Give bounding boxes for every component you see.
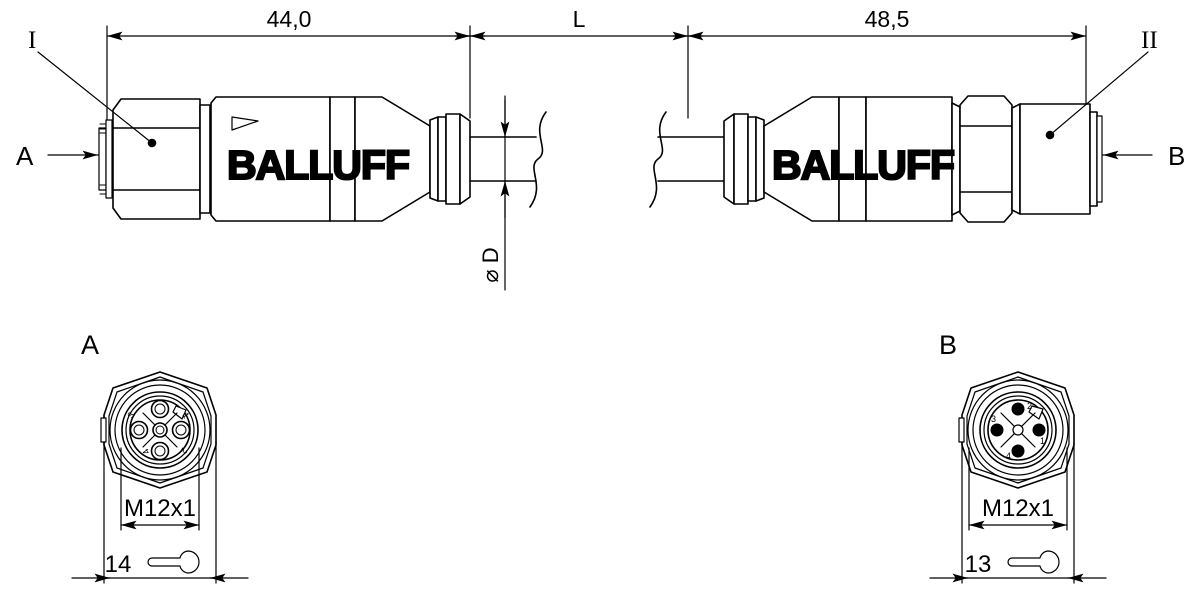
right-connector-assembly: BALLUFF xyxy=(649,95,1103,223)
strain-relief-ring-3-left xyxy=(445,113,461,205)
view-b-wrench-icon xyxy=(1007,550,1060,574)
view-label-b: B xyxy=(939,330,957,360)
wrench-shape-a xyxy=(147,550,200,574)
leader-item-two xyxy=(1045,51,1149,140)
view-b-ring-3 xyxy=(979,391,1057,469)
strain-relief-ring-3-right xyxy=(733,113,749,205)
brand-text-right: BALLUFF xyxy=(772,142,954,188)
view-a-seal-left xyxy=(100,417,107,443)
view-a-pin-4: 4 xyxy=(141,447,152,457)
left-face-plate xyxy=(105,119,113,199)
dim-text-48-5: 48,5 xyxy=(865,6,910,32)
thread-text-b: M12x1 xyxy=(982,495,1054,522)
keyway-triangle-icon xyxy=(231,116,259,131)
view-arrow-label-a: A xyxy=(16,141,34,171)
view-b-ring-2 xyxy=(972,384,1064,476)
hex-nut-right xyxy=(959,95,1013,223)
cap-collar-right xyxy=(1011,103,1021,215)
dim-text-L: L xyxy=(573,6,586,32)
view-a-socket-1-bore xyxy=(154,403,166,415)
view-b-pin-4: 4 xyxy=(1006,451,1011,461)
view-label-a: A xyxy=(81,330,99,360)
end-face-plate-right xyxy=(1089,111,1098,207)
callout-leaders xyxy=(37,51,1153,160)
wrench-shape-b xyxy=(1007,550,1060,574)
view-a-pin-3: 3 xyxy=(125,410,136,420)
view-b-keyway-notch xyxy=(1028,405,1044,420)
thread-text-a: M12x1 xyxy=(124,495,196,522)
view-a-ring-2 xyxy=(114,384,206,476)
dim-text-44: 44,0 xyxy=(267,6,312,32)
view-a-group: 1 2 3 4 xyxy=(71,371,249,584)
view-b-pin-center-contact xyxy=(1012,424,1024,436)
left-connector-assembly: BALLUFF xyxy=(98,96,547,222)
view-b-pin-3-contact xyxy=(990,423,1004,437)
nut-collar-left xyxy=(199,104,211,214)
view-a-socket-4-bore xyxy=(154,445,166,457)
view-b-pin-2-contact xyxy=(1011,402,1025,416)
view-a-socket-3 xyxy=(129,420,149,440)
view-a-socket-1 xyxy=(150,399,170,419)
view-b-pin-3: 3 xyxy=(991,414,996,424)
body-barrel-right xyxy=(865,96,953,222)
strain-relief-ring-1-left xyxy=(429,116,439,202)
dim-text-cable-diameter: ⌀ D xyxy=(478,247,503,282)
brand-logo-right: BALLUFF xyxy=(771,141,956,189)
view-b-pin-numbers: 1 2 3 4 xyxy=(991,401,1045,461)
view-b-pin-2: 2 xyxy=(1027,401,1032,411)
callout-item-one: I xyxy=(28,27,36,54)
view-a-keyway-notch xyxy=(172,405,187,420)
view-a-socket-3-bore xyxy=(133,424,145,436)
view-a-ring-4 xyxy=(125,395,195,465)
strain-relief-cone-right xyxy=(723,113,735,205)
strain-relief-ring-2-right xyxy=(747,116,757,202)
view-b-ring-1 xyxy=(967,379,1069,481)
view-b-contacts xyxy=(990,402,1046,458)
view-a-contacts xyxy=(129,399,191,461)
view-a-pin-2: 2 xyxy=(178,446,189,456)
cable-break-left xyxy=(529,111,547,208)
left-face-seal xyxy=(98,127,107,191)
cable-break-right xyxy=(649,111,667,208)
strain-relief-cone-left xyxy=(459,113,471,205)
view-b-pin-1-contact xyxy=(1032,423,1046,437)
dimension-chain-top xyxy=(106,25,1087,143)
view-b-pin-4-contact xyxy=(1011,444,1025,458)
view-a-socket-center-bore xyxy=(155,425,165,435)
view-b-ring-4 xyxy=(983,395,1053,465)
end-face-seal-right xyxy=(1096,115,1103,203)
leader-item-one xyxy=(37,51,157,148)
text-layer: 44,0 L 48,5 I II A B ⌀ D A B M12x1 M12x1… xyxy=(16,6,1185,578)
coupling-nut-left xyxy=(112,98,201,220)
callout-item-two: II xyxy=(1141,27,1158,54)
view-a-ring-3 xyxy=(121,391,199,469)
left-knurl-marks xyxy=(99,123,107,195)
view-b-hex-inner xyxy=(966,376,1070,484)
wrench-size-a: 14 xyxy=(105,551,132,578)
view-a-hex-inner xyxy=(108,376,212,484)
view-a-socket-center xyxy=(152,422,168,438)
wrench-size-b: 13 xyxy=(965,551,992,578)
view-a-pin-1: 1 xyxy=(180,410,191,420)
view-a-socket-4 xyxy=(150,441,170,461)
strain-relief-ring-1-right xyxy=(755,116,765,202)
brand-text-left: BALLUFF xyxy=(227,142,409,188)
view-a-wrench-icon xyxy=(147,550,200,574)
view-a-pin-numbers: 1 2 3 4 xyxy=(125,410,191,456)
view-b-pin-1: 1 xyxy=(1040,436,1045,446)
view-a-ring-1 xyxy=(109,379,211,481)
strain-relief-ring-2-left xyxy=(437,116,447,202)
end-cap-right xyxy=(1019,103,1091,215)
view-b-seal-left xyxy=(958,417,965,443)
view-b-group: 1 2 3 4 xyxy=(929,371,1107,584)
brand-logo-left: BALLUFF xyxy=(226,141,411,189)
view-a-socket-2-bore xyxy=(175,424,187,436)
view-arrow-label-b: B xyxy=(1168,141,1185,171)
view-a-socket-2 xyxy=(171,420,191,440)
